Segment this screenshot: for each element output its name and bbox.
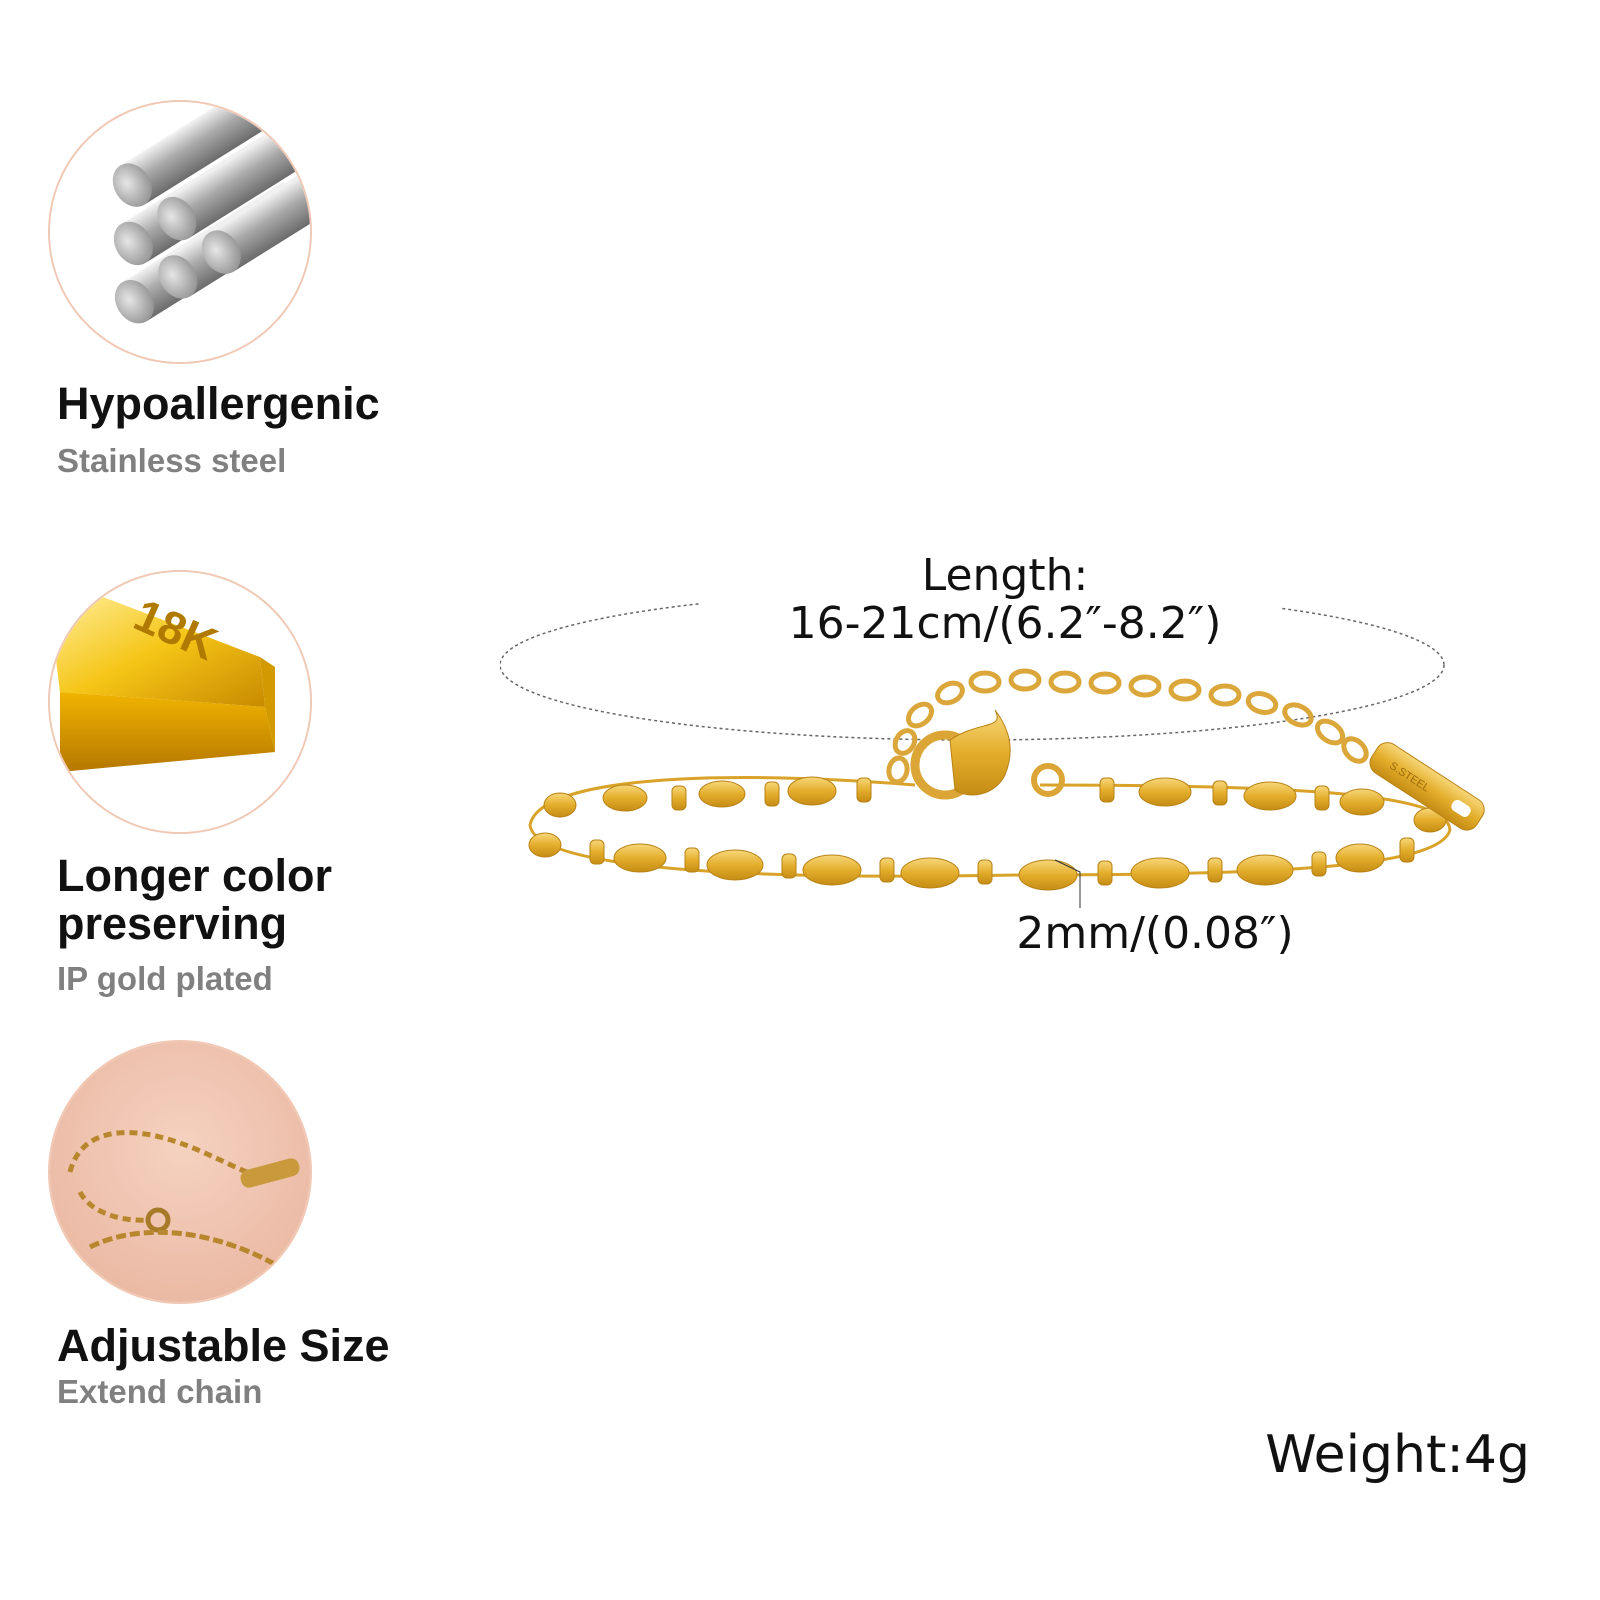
feature-subtitle-extend-chain: Extend chain: [57, 1373, 263, 1410]
width-dimension-marker: [1054, 859, 1081, 908]
feature-subtitle-gold-plated: IP gold plated: [57, 960, 273, 997]
length-label: Length:: [921, 550, 1089, 601]
feature-subtitle-stainless-steel: Stainless steel: [57, 442, 287, 479]
extender-chain-icon: [50, 1042, 310, 1302]
lobster-clasp: [910, 709, 1065, 800]
weight-text: Weight:4g: [1265, 1425, 1530, 1485]
feature-title-hypoallergenic: Hypoallergenic: [57, 378, 380, 429]
width-value: 2mm/(0.08″): [1016, 908, 1294, 959]
extender-chain-image: [48, 1040, 312, 1304]
bracelet-image: S.STEEL: [500, 590, 1485, 908]
gold-bar-icon: 18K: [50, 572, 310, 832]
steel-rods-icon: [50, 102, 310, 362]
stainless-steel-image: [48, 100, 312, 364]
feature-title-adjustable-size: Adjustable Size: [57, 1320, 390, 1371]
length-value: 16-21cm/(6.2″-8.2″): [788, 598, 1222, 649]
feature-title-color-preserving: Longer color preserving: [57, 850, 333, 949]
gold-plating-image: 18K: [48, 570, 312, 834]
